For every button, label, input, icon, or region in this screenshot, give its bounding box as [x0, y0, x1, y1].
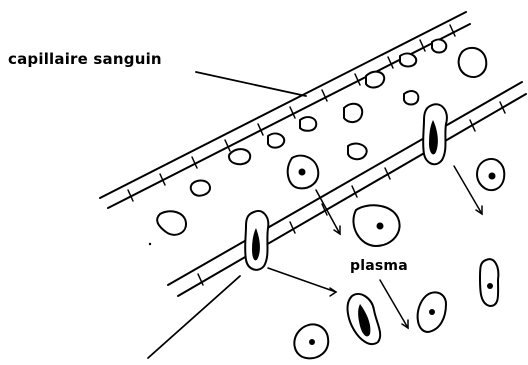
capillary-upper-wall — [100, 12, 470, 208]
blood-cell — [400, 54, 416, 67]
migrating-cell — [348, 294, 381, 344]
capillary-label: capillaire sanguin — [8, 50, 162, 68]
tissue-cells — [288, 156, 505, 359]
arrow — [380, 280, 408, 328]
capillary-leader-line — [196, 72, 306, 96]
blood-cell — [300, 117, 316, 131]
cell — [459, 48, 487, 77]
arrow — [316, 190, 340, 234]
blood-cell — [432, 40, 446, 53]
diapedesis-cell-right — [423, 104, 447, 164]
blood-cell — [229, 149, 250, 164]
blood-cell — [191, 181, 210, 196]
blood-cell — [348, 144, 367, 160]
blood-cell — [268, 134, 284, 148]
tissue-cell — [480, 259, 498, 306]
migration-arrows — [268, 166, 482, 328]
plasma-label: plasma — [350, 258, 408, 274]
blood-cell — [404, 91, 418, 104]
cell-leader-line — [148, 276, 240, 358]
tissue-cell — [477, 159, 504, 190]
blood-cell — [366, 72, 384, 88]
diapedesis-cell-left — [245, 211, 268, 270]
blood-cell — [344, 104, 362, 122]
tissue-cell — [294, 324, 328, 358]
tissue-cell — [418, 292, 446, 332]
cell — [157, 211, 186, 235]
speck — [149, 243, 151, 245]
tissue-cell — [353, 205, 399, 246]
arrow — [268, 268, 336, 296]
tissue-cell — [288, 156, 319, 189]
